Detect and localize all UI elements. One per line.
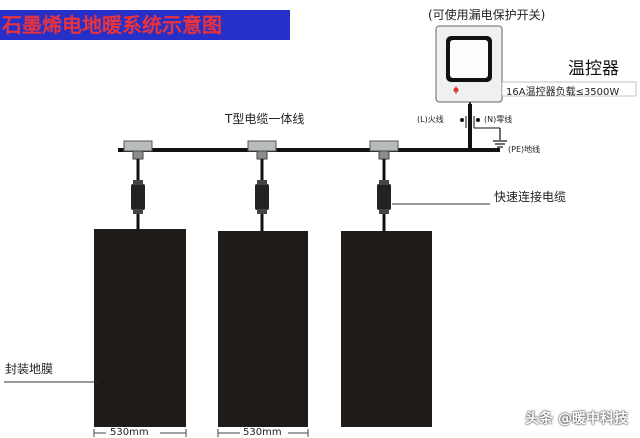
live-wire-label: (L)火线 (417, 115, 444, 124)
t-connector-2 (247, 140, 277, 160)
t-connector-1 (123, 140, 153, 160)
drop-cable-3 (377, 159, 391, 232)
wire-terminals (460, 116, 500, 129)
film-width-label-1: 530mm (110, 427, 149, 438)
heating-film-2 (218, 231, 308, 427)
neutral-wire-label: (N)零线 (484, 115, 513, 124)
earth-wire-label: (PE)地线 (508, 145, 541, 154)
drop-cable-2 (255, 159, 269, 232)
heating-film-1 (94, 229, 186, 427)
drop-cable-1 (131, 159, 145, 232)
dimension-line-1 (93, 429, 187, 437)
film-width-label-2: 530mm (243, 427, 282, 438)
cable-label: T型电缆一体线 (225, 112, 305, 126)
ground-symbol (493, 128, 507, 148)
diagram-title: 石墨烯电地暖系统示意图 (0, 10, 290, 40)
leakage-switch-note: (可使用漏电保护开关) (428, 8, 546, 22)
thermostat-label: 温控器 (568, 59, 619, 79)
heating-film-3 (341, 231, 432, 427)
t-connector-3 (369, 140, 399, 160)
watermark: 头条 @暖中科技 (525, 411, 628, 427)
quick-connector-label: 快速连接电缆 (494, 190, 567, 204)
dimension-line-2 (217, 429, 309, 437)
thermostat-spec-box (501, 81, 637, 97)
thermostat-device (435, 25, 503, 103)
film-label: 封装地膜 (5, 362, 54, 376)
thermostat-spec: 16A温控器负载≤3500W (506, 87, 620, 98)
